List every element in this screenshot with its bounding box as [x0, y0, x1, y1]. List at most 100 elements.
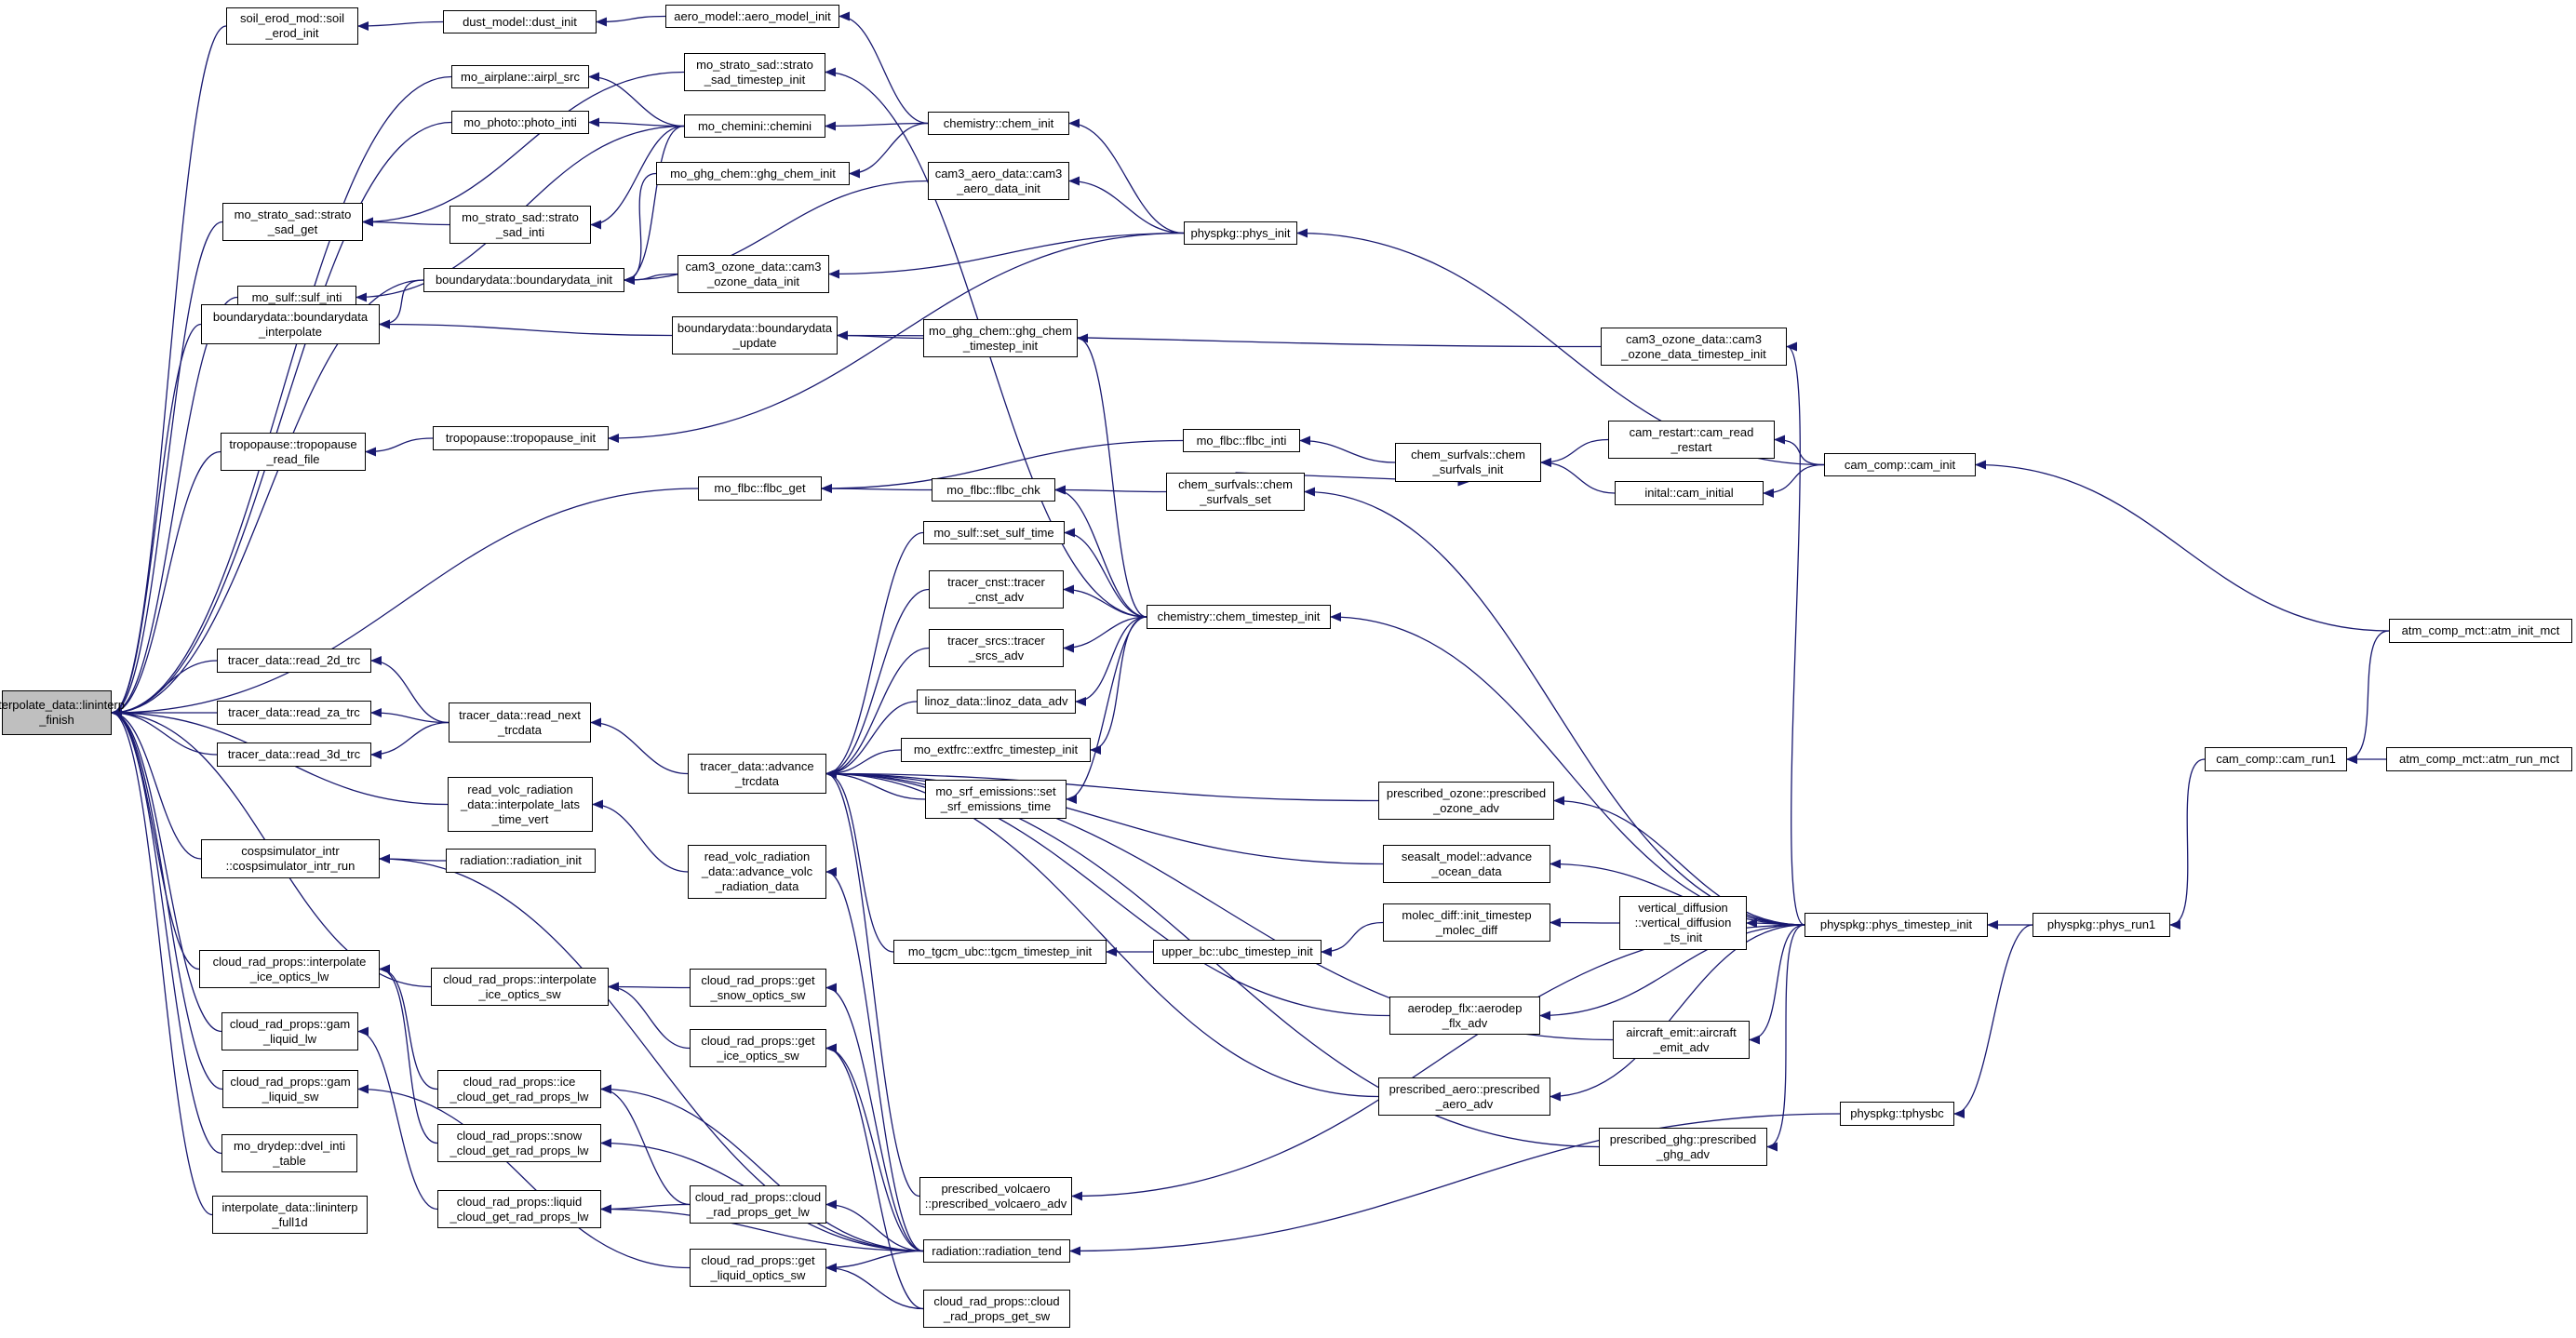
- edge-tropopause-read-file-to-lininterp-finish: [111, 450, 221, 717]
- node-atm-run-mct[interactable]: atm_comp_mct::atm_run_mct: [2386, 747, 2572, 771]
- node-vertical-diffusion-ts-init[interactable]: vertical_diffusion ::vertical_diffusion …: [1619, 896, 1747, 950]
- node-chemini[interactable]: mo_chemini::chemini: [684, 114, 825, 138]
- node-atm-init-mct[interactable]: atm_comp_mct::atm_init_mct: [2389, 619, 2572, 643]
- node-dvel-inti-table[interactable]: mo_drydep::dvel_inti _table: [221, 1134, 357, 1172]
- node-liquid-cloud-get-rad-props-lw[interactable]: cloud_rad_props::liquid _cloud_get_rad_p…: [437, 1190, 601, 1228]
- node-read-3d-trc[interactable]: tracer_data::read_3d_trc: [217, 743, 371, 767]
- edge-chem-init-to-aero-model-init: [839, 11, 929, 125]
- node-aerodep-flx-adv[interactable]: aerodep_flx::aerodep _flx_adv: [1389, 997, 1540, 1035]
- node-cam-init[interactable]: cam_comp::cam_init: [1824, 453, 1976, 476]
- node-prescribed-ozone-adv[interactable]: prescribed_ozone::prescribed _ozone_adv: [1378, 782, 1554, 820]
- node-chem-surfvals-set[interactable]: chem_surfvals::chem _surfvals_set: [1166, 473, 1305, 511]
- node-boundarydata-init[interactable]: boundarydata::boundarydata_init: [423, 268, 624, 292]
- edge-radiation-tend-to-get-ice-optics-sw: [825, 1043, 924, 1252]
- edge-phys-timestep-init-to-aerodep-flx-adv: [1539, 924, 1805, 1021]
- node-cam3-ozone-data-timestep-init[interactable]: cam3_ozone_data::cam3 _ozone_data_timest…: [1601, 328, 1787, 366]
- node-radiation-tend[interactable]: radiation::radiation_tend: [923, 1239, 1070, 1263]
- node-cam-run1[interactable]: cam_comp::cam_run1: [2205, 747, 2347, 771]
- node-linoz-data-adv[interactable]: linoz_data::linoz_data_adv: [917, 689, 1076, 714]
- node-prescribed-ghg-adv[interactable]: prescribed_ghg::prescribed _ghg_adv: [1599, 1128, 1767, 1166]
- node-get-liquid-optics-sw[interactable]: cloud_rad_props::get _liquid_optics_sw: [690, 1249, 826, 1287]
- node-tgcm-timestep-init[interactable]: mo_tgcm_ubc::tgcm_timestep_init: [893, 940, 1107, 964]
- node-tphysbc[interactable]: physpkg::tphysbc: [1840, 1102, 1954, 1126]
- node-gam-liquid-lw[interactable]: cloud_rad_props::gam _liquid_lw: [221, 1012, 358, 1050]
- edge-radiation-tend-to-cospsimulator-intr-run: [379, 854, 924, 1252]
- node-chem-init[interactable]: chemistry::chem_init: [928, 112, 1069, 135]
- node-strato-sad-timestep-init[interactable]: mo_strato_sad::strato _sad_timestep_init: [684, 53, 825, 91]
- edge-cam-read-restart-to-chem-surfvals-init: [1540, 438, 1609, 467]
- node-set-sulf-time[interactable]: mo_sulf::set_sulf_time: [923, 521, 1065, 544]
- edge-boundarydata-init-to-lininterp-finish: [111, 279, 424, 717]
- node-advance-volc-radiation-data[interactable]: read_volc_radiation _data::advance_volc …: [688, 845, 826, 899]
- edge-tgcm-timestep-init-to-advance-trcdata: [825, 769, 894, 953]
- node-boundarydata-update[interactable]: boundarydata::boundarydata _update: [672, 316, 838, 355]
- edge-chemini-to-airpl-src: [588, 72, 685, 127]
- node-ghg-chem-timestep-init[interactable]: mo_ghg_chem::ghg_chem _timestep_init: [923, 319, 1078, 357]
- edge-aerodep-flx-adv-to-advance-trcdata: [825, 769, 1390, 1017]
- node-photo-inti[interactable]: mo_photo::photo_inti: [451, 111, 589, 134]
- node-advance-trcdata[interactable]: tracer_data::advance _trcdata: [688, 754, 826, 794]
- edge-phys-timestep-init-to-prescribed-aero-adv: [1550, 924, 1805, 1102]
- node-gam-liquid-sw[interactable]: cloud_rad_props::gam _liquid_sw: [222, 1070, 358, 1108]
- node-chem-surfvals-init[interactable]: chem_surfvals::chem _surfvals_init: [1395, 443, 1541, 482]
- node-ice-cloud-get-rad-props-lw[interactable]: cloud_rad_props::ice _cloud_get_rad_prop…: [437, 1070, 601, 1108]
- node-phys-timestep-init[interactable]: physpkg::phys_timestep_init: [1805, 913, 1988, 937]
- edge-phys-timestep-init-to-cam3-ozone-data-timestep-init: [1786, 341, 1805, 926]
- node-ghg-chem-init[interactable]: mo_ghg_chem::ghg_chem_init: [656, 162, 850, 185]
- node-strato-sad-get[interactable]: mo_strato_sad::strato _sad_get: [222, 203, 363, 241]
- node-read-next-trcdata[interactable]: tracer_data::read_next _trcdata: [449, 702, 591, 743]
- node-cloud-rad-props-get-lw[interactable]: cloud_rad_props::cloud _rad_props_get_lw: [690, 1185, 826, 1224]
- edge-phys-init-to-cam3-aero-data-init: [1068, 176, 1185, 234]
- node-get-ice-optics-sw[interactable]: cloud_rad_props::get _ice_optics_sw: [690, 1029, 826, 1067]
- node-snow-cloud-get-rad-props-lw[interactable]: cloud_rad_props::snow _cloud_get_rad_pro…: [437, 1124, 601, 1162]
- node-get-snow-optics-sw[interactable]: cloud_rad_props::get _snow_optics_sw: [690, 969, 826, 1007]
- node-tracer-srcs-adv[interactable]: tracer_srcs::tracer _srcs_adv: [929, 629, 1064, 667]
- node-init-timestep-molec-diff[interactable]: molec_diff::init_timestep _molec_diff: [1383, 903, 1550, 942]
- edge-get-liquid-optics-sw-to-gam-liquid-sw: [357, 1084, 691, 1269]
- node-cam3-aero-data-init[interactable]: cam3_aero_data::cam3 _aero_data_init: [928, 162, 1069, 200]
- node-advance-ocean-data[interactable]: seasalt_model::advance _ocean_data: [1383, 845, 1550, 883]
- node-dust-init[interactable]: dust_model::dust_init: [443, 10, 597, 33]
- node-interpolate-ice-optics-lw[interactable]: cloud_rad_props::interpolate _ice_optics…: [199, 950, 380, 988]
- node-prescribed-volcaero-adv[interactable]: prescribed_volcaero ::prescribed_volcaer…: [919, 1177, 1072, 1215]
- node-ubc-timestep-init[interactable]: upper_bc::ubc_timestep_init: [1153, 940, 1322, 964]
- node-boundarydata-interpolate[interactable]: boundarydata::boundarydata _interpolate: [201, 304, 380, 344]
- node-interpolate-lats-time-vert[interactable]: read_volc_radiation _data::interpolate_l…: [448, 777, 593, 832]
- node-tropopause-init[interactable]: tropopause::tropopause_init: [433, 426, 609, 450]
- node-aero-model-init[interactable]: aero_model::aero_model_init: [665, 5, 839, 28]
- edge-read-3d-trc-to-lininterp-finish: [111, 708, 218, 756]
- node-cam3-ozone-data-init[interactable]: cam3_ozone_data::cam3 _ozone_data_init: [678, 255, 829, 293]
- node-interpolate-ice-optics-sw[interactable]: cloud_rad_props::interpolate _ice_optics…: [431, 968, 609, 1006]
- node-prescribed-aero-adv[interactable]: prescribed_aero::prescribed _aero_adv: [1378, 1077, 1550, 1116]
- node-strato-sad-inti[interactable]: mo_strato_sad::strato _sad_inti: [449, 206, 591, 244]
- node-phys-run1[interactable]: physpkg::phys_run1: [2033, 913, 2170, 937]
- node-flbc-get[interactable]: mo_flbc::flbc_get: [698, 476, 822, 501]
- node-flbc-inti[interactable]: mo_flbc::flbc_inti: [1183, 429, 1300, 452]
- node-lininterp-full1d[interactable]: interpolate_data::lininterp _full1d: [212, 1196, 368, 1234]
- node-soil-erod-init[interactable]: soil_erod_mod::soil _erod_init: [226, 7, 358, 45]
- node-radiation-init[interactable]: radiation::radiation_init: [446, 849, 596, 873]
- node-cam-read-restart[interactable]: cam_restart::cam_read _restart: [1608, 421, 1775, 459]
- edge-radiation-tend-to-advance-volc-radiation-data: [825, 867, 924, 1252]
- edge-liquid-cloud-get-rad-props-lw-to-gam-liquid-lw: [357, 1026, 438, 1211]
- node-tracer-cnst-adv[interactable]: tracer_cnst::tracer _cnst_adv: [929, 570, 1064, 609]
- node-cospsimulator-intr-run[interactable]: cospsimulator_intr ::cospsimulator_intr_…: [201, 839, 380, 878]
- node-read-za-trc[interactable]: tracer_data::read_za_trc: [217, 701, 371, 725]
- edge-phys-run1-to-tphysbc: [1953, 924, 2033, 1118]
- node-airpl-src[interactable]: mo_airplane::airpl_src: [451, 65, 589, 88]
- node-extfrc-timestep-init[interactable]: mo_extfrc::extfrc_timestep_init: [901, 738, 1091, 762]
- node-chem-timestep-init[interactable]: chemistry::chem_timestep_init: [1147, 605, 1331, 629]
- node-flbc-chk[interactable]: mo_flbc::flbc_chk: [932, 478, 1055, 502]
- edge-chem-timestep-init-to-flbc-chk: [1054, 485, 1147, 618]
- node-cloud-rad-props-get-sw[interactable]: cloud_rad_props::cloud _rad_props_get_sw: [923, 1290, 1070, 1328]
- node-set-srf-emissions-time[interactable]: mo_srf_emissions::set _srf_emissions_tim…: [925, 780, 1067, 819]
- edge-phys-timestep-init-to-prescribed-ozone-adv: [1553, 796, 1805, 926]
- node-read-2d-trc[interactable]: tracer_data::read_2d_trc: [217, 649, 371, 673]
- edge-flbc-get-to-lininterp-finish: [111, 488, 699, 717]
- node-cam-initial[interactable]: inital::cam_initial: [1615, 481, 1764, 505]
- node-tropopause-read-file[interactable]: tropopause::tropopause _read_file: [221, 433, 366, 471]
- node-lininterp-finish[interactable]: interpolate_data::lininterp _finish: [0, 690, 125, 735]
- edge-radiation-tend-to-ice-cloud-get-rad-props-lw: [600, 1084, 924, 1252]
- node-phys-init[interactable]: physpkg::phys_init: [1184, 221, 1297, 245]
- node-aircraft-emit-adv[interactable]: aircraft_emit::aircraft _emit_adv: [1613, 1021, 1750, 1059]
